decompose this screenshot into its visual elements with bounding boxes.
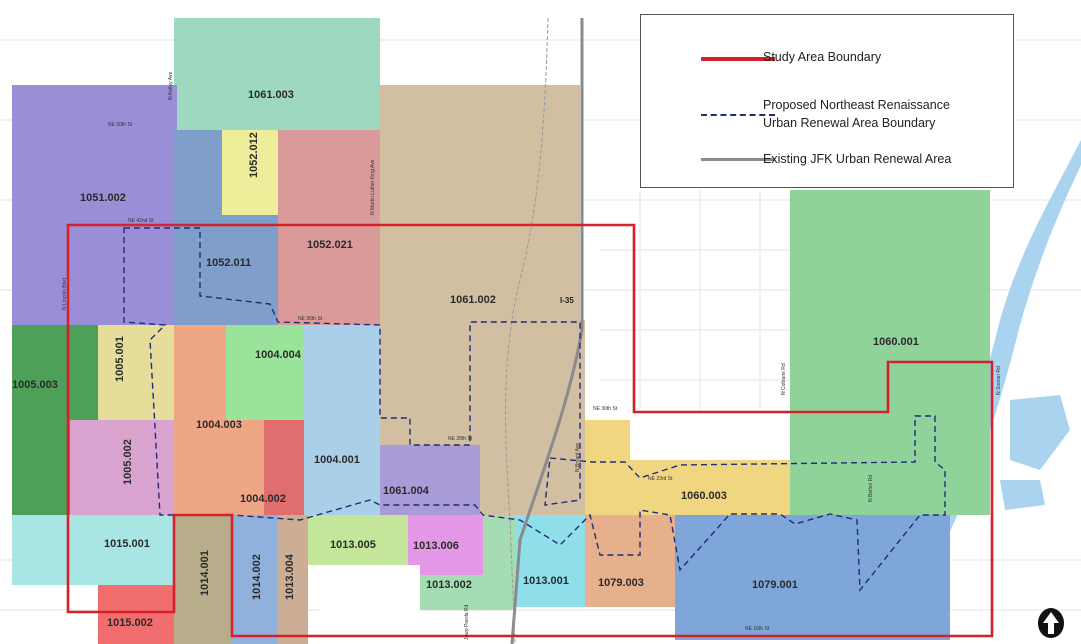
tract-1060-001[interactable] [790,190,990,515]
tract-1060-003[interactable] [585,460,790,515]
tract-1013-005[interactable] [308,515,408,565]
tract-label: 1004.002 [240,493,286,505]
tract-label: 1015.001 [104,538,150,550]
dashed-navy-line-swatch [701,114,775,116]
tract-1015-002[interactable] [98,585,174,644]
tract-label: 1061.002 [450,294,496,306]
highway-i35: I-35 [560,296,574,305]
study-area-boundary [66,223,994,638]
tract-label: 1013.004 [284,553,296,600]
solid-red-line-swatch [701,57,775,61]
tract-label: 1052.021 [307,239,353,251]
tract-1079-003[interactable] [585,515,675,607]
empty-white-lot [320,565,420,644]
street-ne-30th: NE 30th St [593,406,618,412]
tract-1015-001[interactable] [12,515,174,585]
street-n-sooner: N Sooner Rd [996,366,1002,395]
tract-label: 1060.003 [681,490,727,502]
tract-1061-002b[interactable] [480,320,585,515]
tract-1004-003b[interactable] [226,420,264,515]
tract-label: 1051.002 [80,192,126,204]
tract-label: 1005.002 [122,439,134,485]
tract-1013-006[interactable] [408,515,483,575]
tract-label: 1052.012 [248,132,260,178]
tract-1014-001[interactable] [174,515,232,644]
tract-1005-001[interactable] [98,325,174,420]
street-ne-pointe: Jawp Poeda Rd [464,604,470,640]
tract-label: 1014.001 [199,550,211,596]
tract-1052-021[interactable] [278,130,380,325]
tract-1013-001[interactable] [515,515,585,607]
map-legend: Study Area Boundary Proposed Northeast R… [640,14,1014,188]
tract-1079-001[interactable] [675,515,950,640]
lake [1000,480,1045,510]
tract-label: 1013.006 [413,540,459,552]
tract-label: 1004.003 [196,419,242,431]
street-n-kelley: N Kelley Ave [168,72,174,100]
tract-label: 1005.003 [12,379,58,391]
tract-label: 1079.001 [752,579,798,591]
tract-label: 1013.005 [330,539,376,551]
tract-label: 1005.001 [114,336,126,382]
tract-1051-002[interactable] [12,85,177,325]
tract-label: 1061.004 [383,485,430,497]
street-labels: NE 50th St N Kelley Ave NE 42nd St N Lin… [62,72,1002,640]
tract-1004-003[interactable] [174,325,226,515]
street-ne-23rd: NE 23rd St [648,476,673,482]
tract-1004-002[interactable] [264,420,304,515]
tract-1060-003b[interactable] [585,420,630,460]
tract-label: 1060.001 [873,336,919,348]
tract-label: 1004.001 [314,454,360,466]
street-ne-50th: NE 50th St [108,122,133,128]
street-n-mlk: N Martin Luther King Ave [370,159,376,215]
street-ne-16th: NE 16th St [745,626,770,632]
north-arrow-icon [1038,608,1064,638]
railroad [505,17,549,644]
tract-label: 1013.001 [523,575,569,587]
tract-1061-004[interactable] [380,445,480,515]
street-n-bryant: N Bryant Ave [575,443,581,472]
tract-1013-002[interactable] [420,575,515,610]
legend-label: Study Area Boundary [763,50,882,64]
street-n-lincoln: N Lincoln Blvd [62,278,68,310]
tract-label: 1015.002 [107,617,153,629]
solid-gray-line-swatch [701,158,775,161]
legend-label: Existing JFK Urban Renewal Area [763,152,952,166]
street-n-bethel: N Bethel Rd [868,475,874,502]
river [880,140,1081,615]
tract-1013-004[interactable] [278,515,308,644]
tract-1052-012[interactable] [222,130,278,215]
tract-labels: 1061.003 1051.002 1052.012 1052.011 1052… [12,89,919,629]
tract-label: 1014.002 [251,554,263,600]
tract-1052-011b[interactable] [222,215,278,325]
jfk-boundary [510,18,584,644]
tract-label: 1061.003 [248,89,294,101]
tract-label: 1013.002 [426,579,472,591]
tract-label: 1079.003 [598,577,644,589]
lake [1010,395,1070,470]
tract-label: 1052.011 [206,257,251,269]
tract-label: 1004.004 [255,349,302,361]
legend-label: Proposed Northeast Renaissance Urban Ren… [763,98,950,130]
street-ne-28th: NE 28th St [448,436,473,442]
tract-1061-003[interactable] [174,18,380,130]
tract-1004-001[interactable] [304,325,380,515]
tract-1014-002[interactable] [232,515,278,644]
street-ne-36th: NE 36th St [298,316,323,322]
tract-1013-002b[interactable] [483,515,515,575]
street-n-coltrane: N Coltrane Rd [781,363,787,395]
street-ne-42nd: NE 42nd St [128,218,154,224]
